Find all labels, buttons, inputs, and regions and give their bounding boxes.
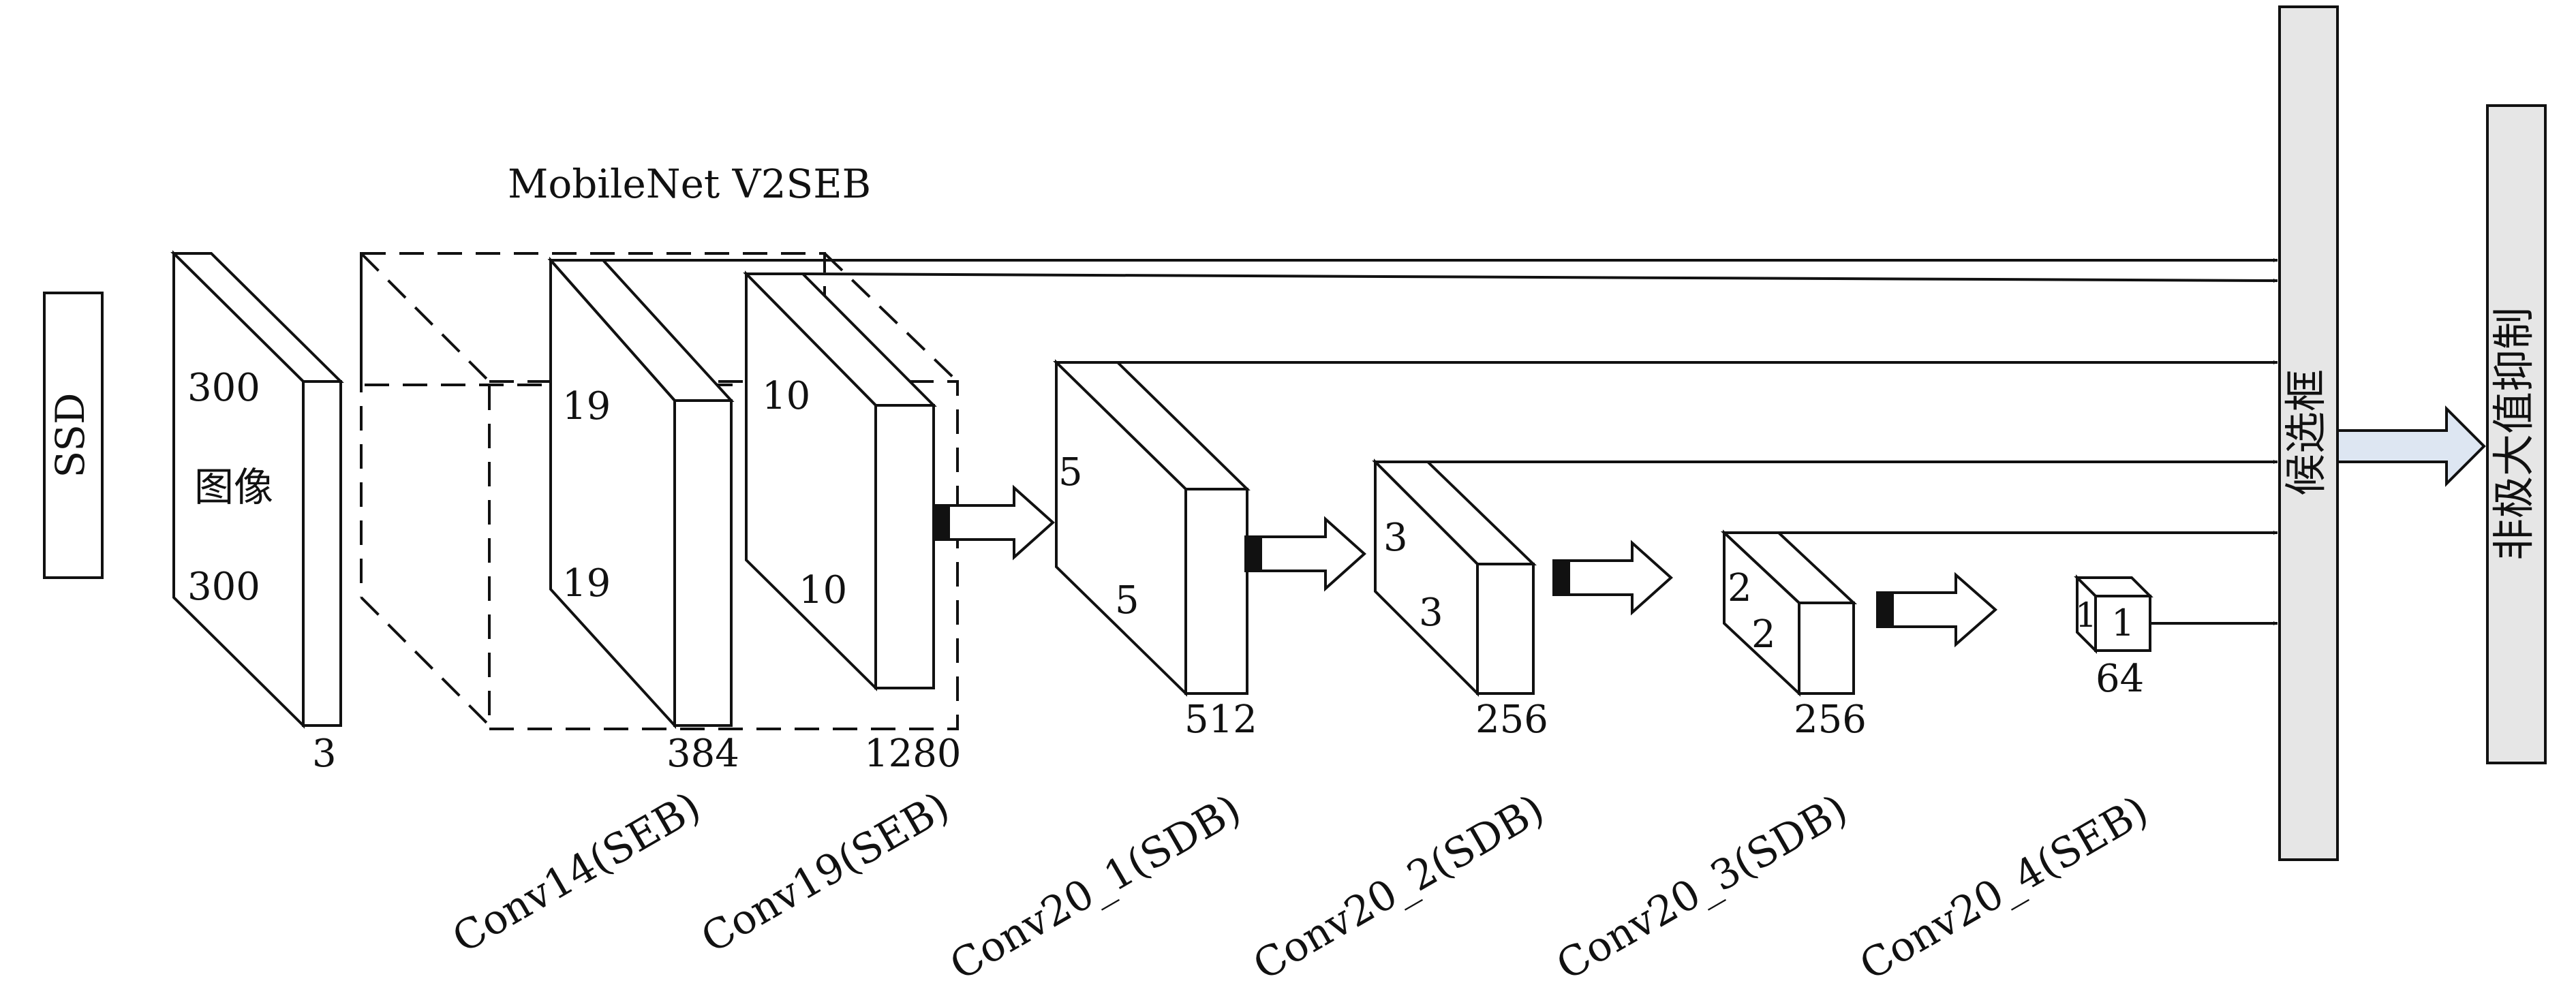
conv20-4-name-label: Conv20_4(SEB) [1852,787,2156,990]
block-arrow-1 [932,484,1055,561]
conv20-1-name-label: Conv20_1(SDB) [942,785,1249,990]
conv20-3-block [1720,529,1858,697]
conv19-block [743,270,937,691]
nms-arrow [2336,405,2486,487]
conv14-w-label: 19 [562,561,611,606]
feature-arrows [603,258,2278,625]
conv20-3-w-label: 2 [1751,612,1776,657]
nms-panel: 非极大值抑制 [2486,104,2547,764]
conv14-channels-label: 384 [666,732,739,776]
conv20-4-block [2074,574,2153,654]
conv20-3-name-label: Conv20_3(SDB) [1549,785,1856,990]
input-name-label: 图像 [194,464,273,510]
input-image-block [170,250,344,729]
candidate-box-panel: 候选框 [2278,5,2339,861]
conv20-2-h-label: 3 [1383,516,1408,560]
conv14-block [547,256,735,730]
block-arrow-2 [1244,516,1366,592]
input-channels-label: 3 [312,732,337,776]
conv14-name-label: Conv14(SEB) [445,783,709,963]
conv20-2-channels-label: 256 [1475,698,1548,742]
conv19-name-label: Conv19(SEB) [694,783,957,963]
conv20-2-w-label: 3 [1419,591,1443,635]
block-arrow-3 [1552,540,1673,616]
conv19-h-label: 10 [762,374,810,418]
conv20-4-channels-label: 64 [2096,657,2144,701]
ssd-label: SSD [47,393,93,478]
feature-arrow-conv19 [802,272,2278,283]
conv20-2-block [1372,458,1537,697]
candidate-box-label: 候选框 [2281,369,2331,496]
conv20-4-w-label: 1 [2111,602,2134,644]
block-arrow-4 [1876,572,1998,648]
conv20-1-h-label: 5 [1058,450,1083,495]
conv19-w-label: 10 [799,568,847,612]
input-width-label: 300 [187,565,260,609]
stage-arrows [932,484,1998,648]
conv20-1-w-label: 5 [1115,578,1139,623]
conv19-channels-label: 1280 [864,732,962,776]
conv20-3-h-label: 2 [1728,566,1752,610]
conv20-3-channels-label: 256 [1794,698,1867,742]
conv20-2-name-label: Conv20_2(SDB) [1246,785,1552,990]
conv20-4-h-label: 1 [2075,595,2097,635]
mobilenet-dashed-box [360,252,959,730]
nms-label: 非极大值抑制 [2489,307,2539,561]
ssd-box: SSD [43,292,104,579]
stage-name-labels: Conv14(SEB) Conv19(SEB) Conv20_1(SDB) Co… [445,783,2156,990]
input-height-label: 300 [187,366,260,410]
backbone-label: MobileNet V2SEB [508,161,871,207]
conv20-1-block [1053,359,1251,697]
conv20-1-channels-label: 512 [1184,698,1257,742]
conv14-h-label: 19 [562,384,611,428]
